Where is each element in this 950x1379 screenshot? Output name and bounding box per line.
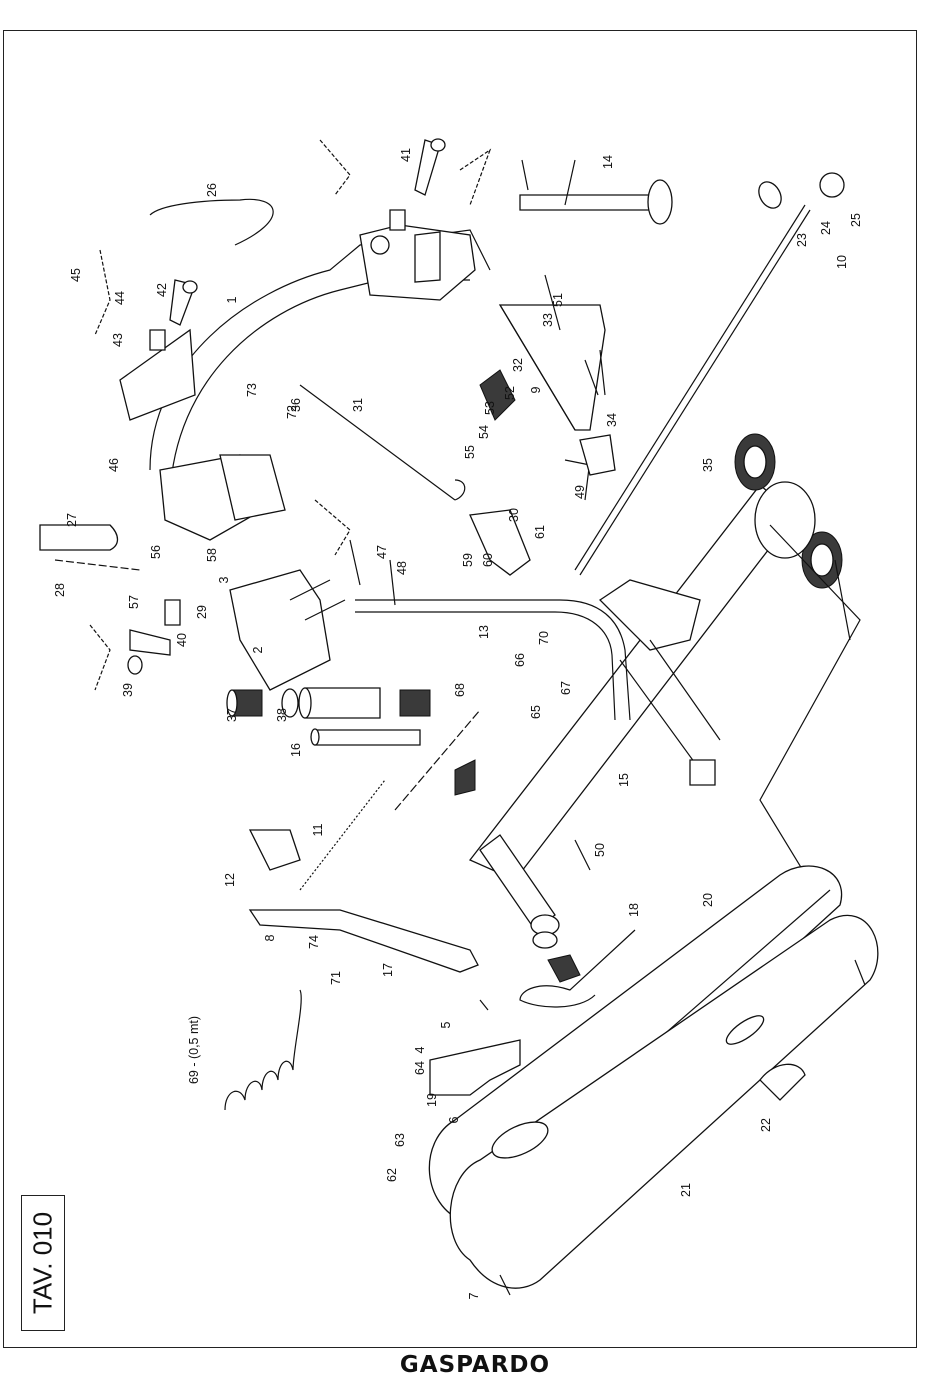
part-callout: 40 [175,633,189,647]
part-callout: 54 [477,425,491,439]
part-callout: 13 [477,625,491,639]
part-callout: 38 [275,708,289,722]
part-callout: 21 [679,1183,693,1197]
part-callout: 31 [351,398,365,412]
part-callout: 32 [511,358,525,372]
part-callout: 48 [395,561,409,575]
part-callout: 9 [529,386,543,393]
part-callout: 58 [205,548,219,562]
part-callout: 1 [225,296,239,303]
part-callout: 66 [513,653,527,667]
part-callout: 28 [53,583,67,597]
part-callout: 26 [205,183,219,197]
part-callout: 69 - (0,5 mt) [187,1016,201,1084]
part-callout: 44 [113,291,127,305]
part-callout: 51 [551,293,565,307]
part-callout: 34 [605,413,619,427]
part-callout: 59 [461,553,475,567]
part-callout: 68 [453,683,467,697]
part-callout: 16 [289,743,303,757]
part-callout: 64 [413,1061,427,1075]
part-callout: 60 [481,553,495,567]
part-callout: 8 [263,934,277,941]
part-callout: 20 [701,893,715,907]
part-callout: 63 [393,1133,407,1147]
part-callout: 6 [447,1116,461,1123]
part-callout: 2 [251,646,265,653]
part-callout: 7 [467,1292,481,1299]
part-callout: 50 [593,843,607,857]
part-callout: 41 [399,148,413,162]
part-callout: 30 [507,508,521,522]
part-callout: 18 [627,903,641,917]
part-callout: 14 [601,155,615,169]
part-callout: 10 [835,255,849,269]
part-callout: 49 [573,485,587,499]
part-callout: 33 [541,313,555,327]
part-callout: 46 [107,458,121,472]
part-callout: 42 [155,283,169,297]
part-callout: 15 [617,773,631,787]
part-callout: 22 [759,1118,773,1132]
part-callout: 39 [121,683,135,697]
part-callout: 5 [439,1021,453,1028]
part-callout: 47 [375,545,389,559]
part-callout: 65 [529,705,543,719]
part-callout: 70 [537,631,551,645]
table-label: TAV. 010 [28,1212,59,1314]
part-callout: 29 [195,605,209,619]
part-callout: 37 [225,708,239,722]
part-callout: 3 [217,576,231,583]
part-callout: 55 [463,445,477,459]
part-callout: 12 [223,873,237,887]
part-callout: 19 [425,1093,439,1107]
part-callout: 57 [127,595,141,609]
part-callout: 23 [795,233,809,247]
part-callout: 4 [413,1046,427,1053]
part-callout: 11 [311,823,325,836]
part-callout: 73 [245,383,259,397]
part-callout: 53 [483,401,497,415]
part-callout: 71 [329,971,343,985]
part-callout: 56 [149,545,163,559]
part-callout: 52 [503,386,517,400]
part-callout: 45 [69,268,83,282]
part-callout: 67 [559,681,573,695]
table-label-box: TAV. 010 [21,1195,65,1331]
part-callout: 17 [381,963,395,977]
part-callout: 43 [111,333,125,347]
brand-logo: GASPARDO [0,1352,950,1378]
part-callout: 24 [819,221,833,235]
part-callout: 72 [285,405,299,419]
part-callout: 25 [849,213,863,227]
part-callout: 61 [533,525,547,539]
part-callout: 74 [307,935,321,949]
part-callout: 62 [385,1168,399,1182]
part-callout: 27 [65,513,79,527]
part-callout: 35 [701,458,715,472]
